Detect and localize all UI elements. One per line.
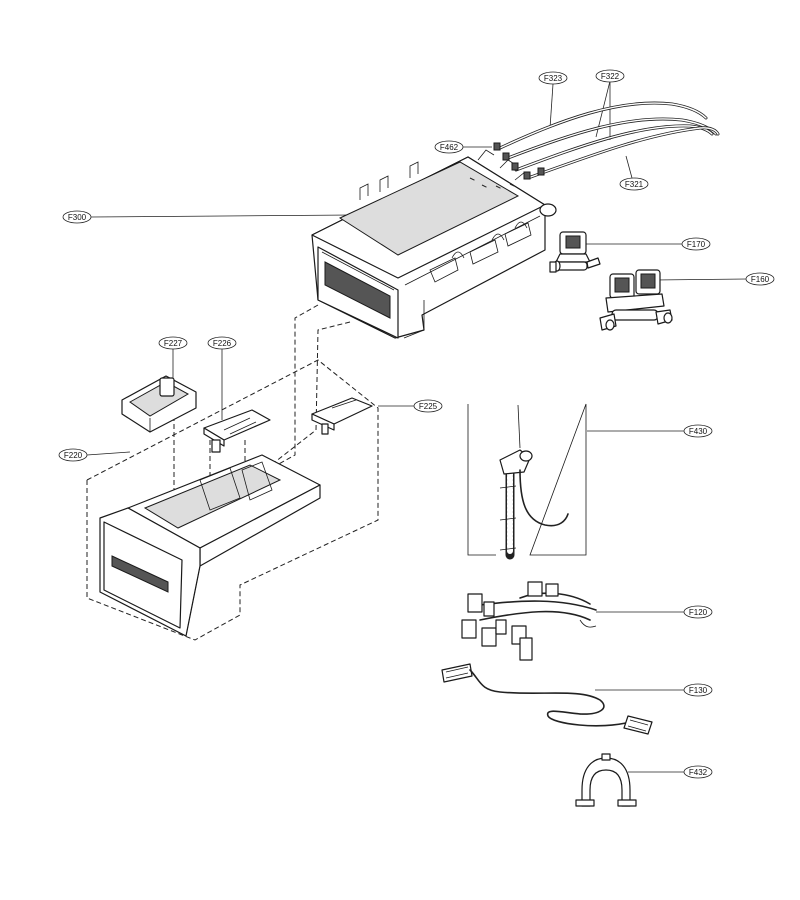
tag-f462: F462 [434,140,464,154]
hose-assembly-f430 [467,403,587,560]
tag-f225: F225 [413,399,443,413]
tag-f227: F227 [158,336,188,350]
label-f321: F321 [625,180,644,189]
label-f300: F300 [68,213,87,222]
water-hoses-f321-f323 [493,101,720,180]
label-f226: F226 [213,339,232,348]
tag-f321: F321 [619,177,649,191]
label-f432: F432 [689,768,708,777]
tag-f226: F226 [207,336,237,350]
label-f120: F120 [689,608,708,617]
tag-f160: F160 [745,272,775,286]
cover-f225 [311,397,373,435]
label-f462: F462 [440,143,459,152]
siphon-cover-f226 [203,409,271,453]
label-f160: F160 [751,275,770,284]
label-f220: F220 [64,451,83,460]
dispenser-housing-f300 [311,149,557,339]
tag-f120: F120 [683,605,713,619]
label-f130: F130 [689,686,708,695]
tag-f300: F300 [62,210,92,224]
label-f323: F323 [544,74,563,83]
cable-f130 [441,663,653,735]
detergent-drawer-f220 [99,454,321,637]
tag-f323: F323 [538,71,568,85]
wiring-harness-f120 [461,581,597,661]
label-f322: F322 [601,72,620,81]
label-f430: F430 [689,427,708,436]
hanger-f432 [575,753,637,807]
water-valve-f160 [599,269,673,331]
tag-f430: F430 [683,424,713,438]
label-f170: F170 [687,240,706,249]
tag-f130: F130 [683,683,713,697]
drawer-assembly-boundary [86,359,379,641]
tag-f322: F322 [595,69,625,83]
softener-cap-f227 [121,375,197,433]
label-f227: F227 [164,339,183,348]
tag-f220: F220 [58,448,88,462]
label-f225: F225 [419,402,438,411]
tag-f432: F432 [683,765,713,779]
water-valve-f170 [549,231,601,273]
tag-f170: F170 [681,237,711,251]
leader-lines [86,80,747,773]
